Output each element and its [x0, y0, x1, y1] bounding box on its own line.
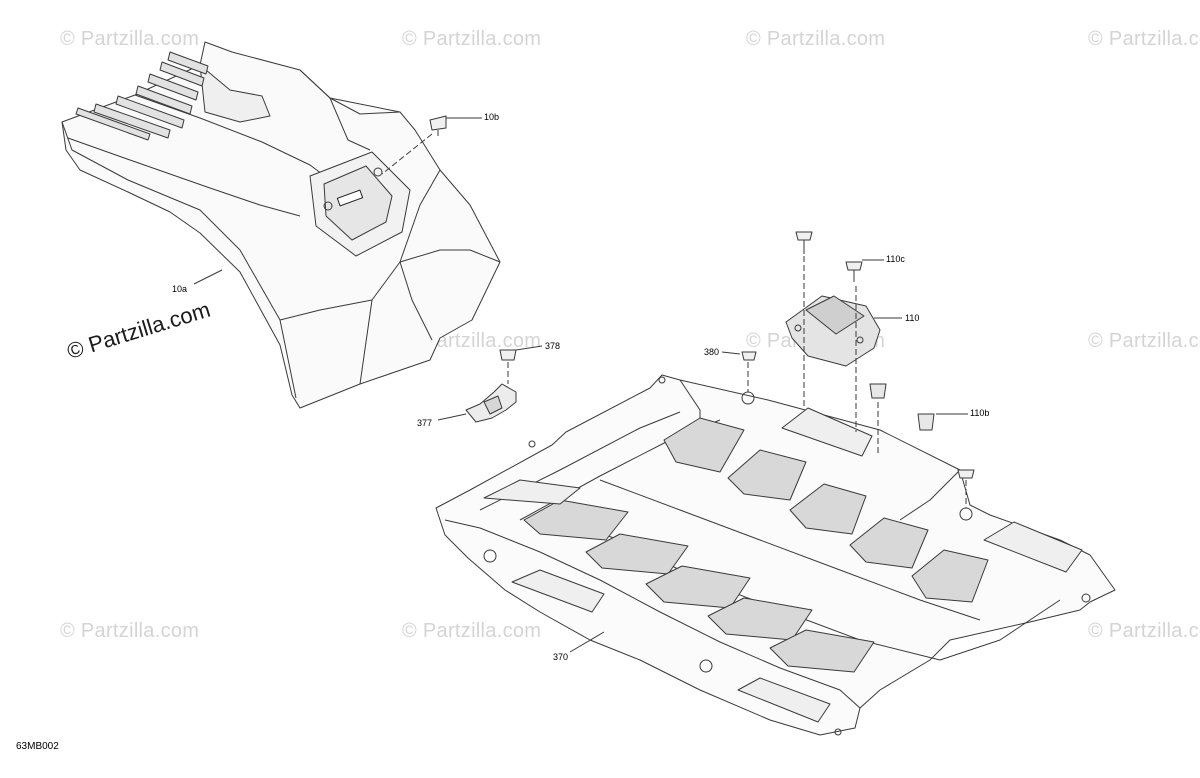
skid-plate-part-370: [435, 374, 1116, 736]
callout-378: 378: [545, 341, 561, 351]
bracket-part-110: [785, 295, 902, 367]
watermark: © Partzilla.com: [402, 28, 542, 50]
figure-id: 63MB002: [16, 741, 59, 752]
screw-part-378: [499, 345, 543, 384]
callout-110c: 110c: [886, 254, 905, 264]
watermark: © Partzilla.com: [746, 28, 886, 50]
watermark: © Partzilla.com: [60, 620, 200, 642]
nut-part-110b: [869, 383, 975, 508]
upper-panel-part-10a: [61, 41, 501, 409]
callout-377: 377: [417, 418, 433, 428]
callout-110: 110: [905, 313, 920, 323]
screw-part-110c: [795, 231, 884, 432]
watermark: © Partzilla.com: [1088, 330, 1200, 352]
callout-10b: 10b: [484, 112, 500, 122]
callout-370: 370: [553, 652, 569, 662]
watermark: © Partzilla.com: [1088, 28, 1200, 50]
leader-370: [569, 631, 605, 653]
callout-380: 380: [704, 347, 720, 357]
watermark: © Partzilla.com: [402, 620, 542, 642]
clamp-part-377: [437, 383, 517, 423]
callout-110b: 110b: [970, 408, 990, 418]
watermark: © Partzilla.com: [1088, 620, 1200, 642]
callout-10a: 10a: [172, 284, 188, 294]
leader-10a: [193, 269, 223, 285]
watermark: © Partzilla.com: [60, 28, 200, 50]
screw-part-380: [721, 351, 757, 392]
screw-part-10b: [381, 115, 482, 175]
